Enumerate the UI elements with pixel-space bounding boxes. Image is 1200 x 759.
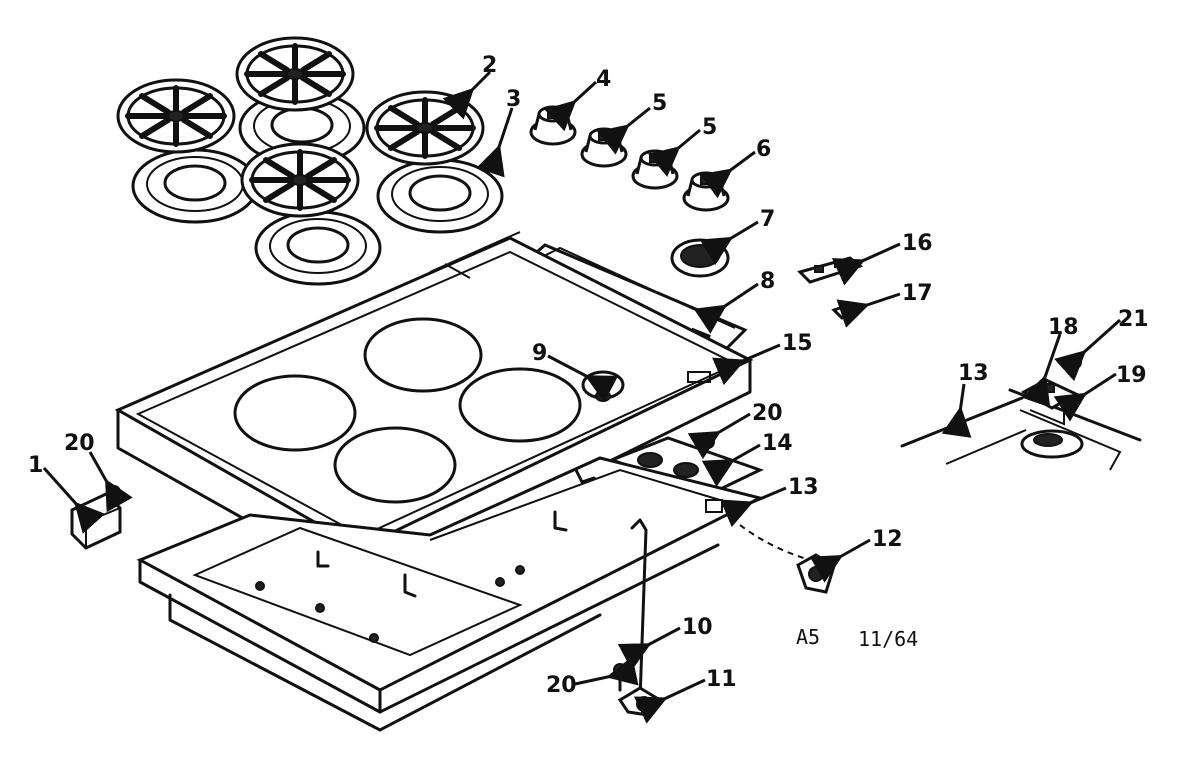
valve-12 xyxy=(739,524,836,594)
screw-20-lower xyxy=(613,663,627,692)
callout-8: 8 xyxy=(760,269,775,294)
callout-4: 4 xyxy=(596,67,611,92)
callout-21: 21 xyxy=(1118,307,1149,332)
drip-bowl-front-left xyxy=(131,148,259,224)
burner-opening-1 xyxy=(233,374,357,452)
callout-9: 9 xyxy=(532,341,547,366)
callout-18: 18 xyxy=(1048,315,1079,340)
callout-19: 19 xyxy=(1116,363,1147,388)
callout-20-left: 20 xyxy=(64,431,95,456)
drip-bowl-back-right xyxy=(376,158,504,234)
callout-3: 3 xyxy=(506,87,521,112)
control-knobs xyxy=(529,105,730,212)
diagram-note: A5 11/64 xyxy=(796,625,918,651)
callout-10: 10 xyxy=(682,615,713,640)
callout-14: 14 xyxy=(762,431,793,456)
burner-opening-2 xyxy=(363,317,483,393)
burner-opening-3 xyxy=(458,367,582,443)
bracket-16 xyxy=(797,256,864,284)
bracket-1 xyxy=(70,485,122,550)
screw-21 xyxy=(1066,354,1082,370)
callout-15: 15 xyxy=(782,331,813,356)
callout-11: 11 xyxy=(706,667,737,692)
callout-17: 17 xyxy=(902,281,933,306)
revision-date: 11/64 xyxy=(858,627,918,651)
callout-7: 7 xyxy=(760,207,775,232)
callout-12: 12 xyxy=(872,527,903,552)
callout-13-detail: 13 xyxy=(958,361,989,386)
grate-right xyxy=(367,92,483,164)
knob-5a xyxy=(580,127,628,168)
callout-6: 6 xyxy=(756,137,771,162)
clip-17 xyxy=(831,302,859,320)
callout-5b: 5 xyxy=(702,115,717,140)
callout-20-bottom: 20 xyxy=(546,673,577,698)
callout-1: 1 xyxy=(28,453,43,478)
callout-20-top: 20 xyxy=(752,401,783,426)
section-code: A5 xyxy=(796,625,820,649)
callout-arrows xyxy=(42,70,1122,724)
callout-2: 2 xyxy=(482,53,497,78)
screw-20-upper xyxy=(701,435,715,449)
callout-16: 16 xyxy=(902,231,933,256)
callout-5a: 5 xyxy=(652,91,667,116)
drip-bowl-front-right xyxy=(254,210,382,286)
bottom-tray xyxy=(136,456,765,732)
knob-4 xyxy=(529,105,577,146)
grate-back xyxy=(237,38,353,110)
knob-6 xyxy=(682,171,730,212)
grate-front xyxy=(242,144,358,216)
detail-inset xyxy=(900,354,1142,471)
callout-labels: 2 3 4 5 5 6 7 8 9 15 16 17 20 14 13 12 1… xyxy=(28,53,1149,698)
bezel-7 xyxy=(670,238,730,278)
knob-5b xyxy=(631,149,679,190)
callout-13-main: 13 xyxy=(788,475,819,500)
burner-opening-4 xyxy=(333,426,457,504)
grate-left xyxy=(118,80,234,152)
